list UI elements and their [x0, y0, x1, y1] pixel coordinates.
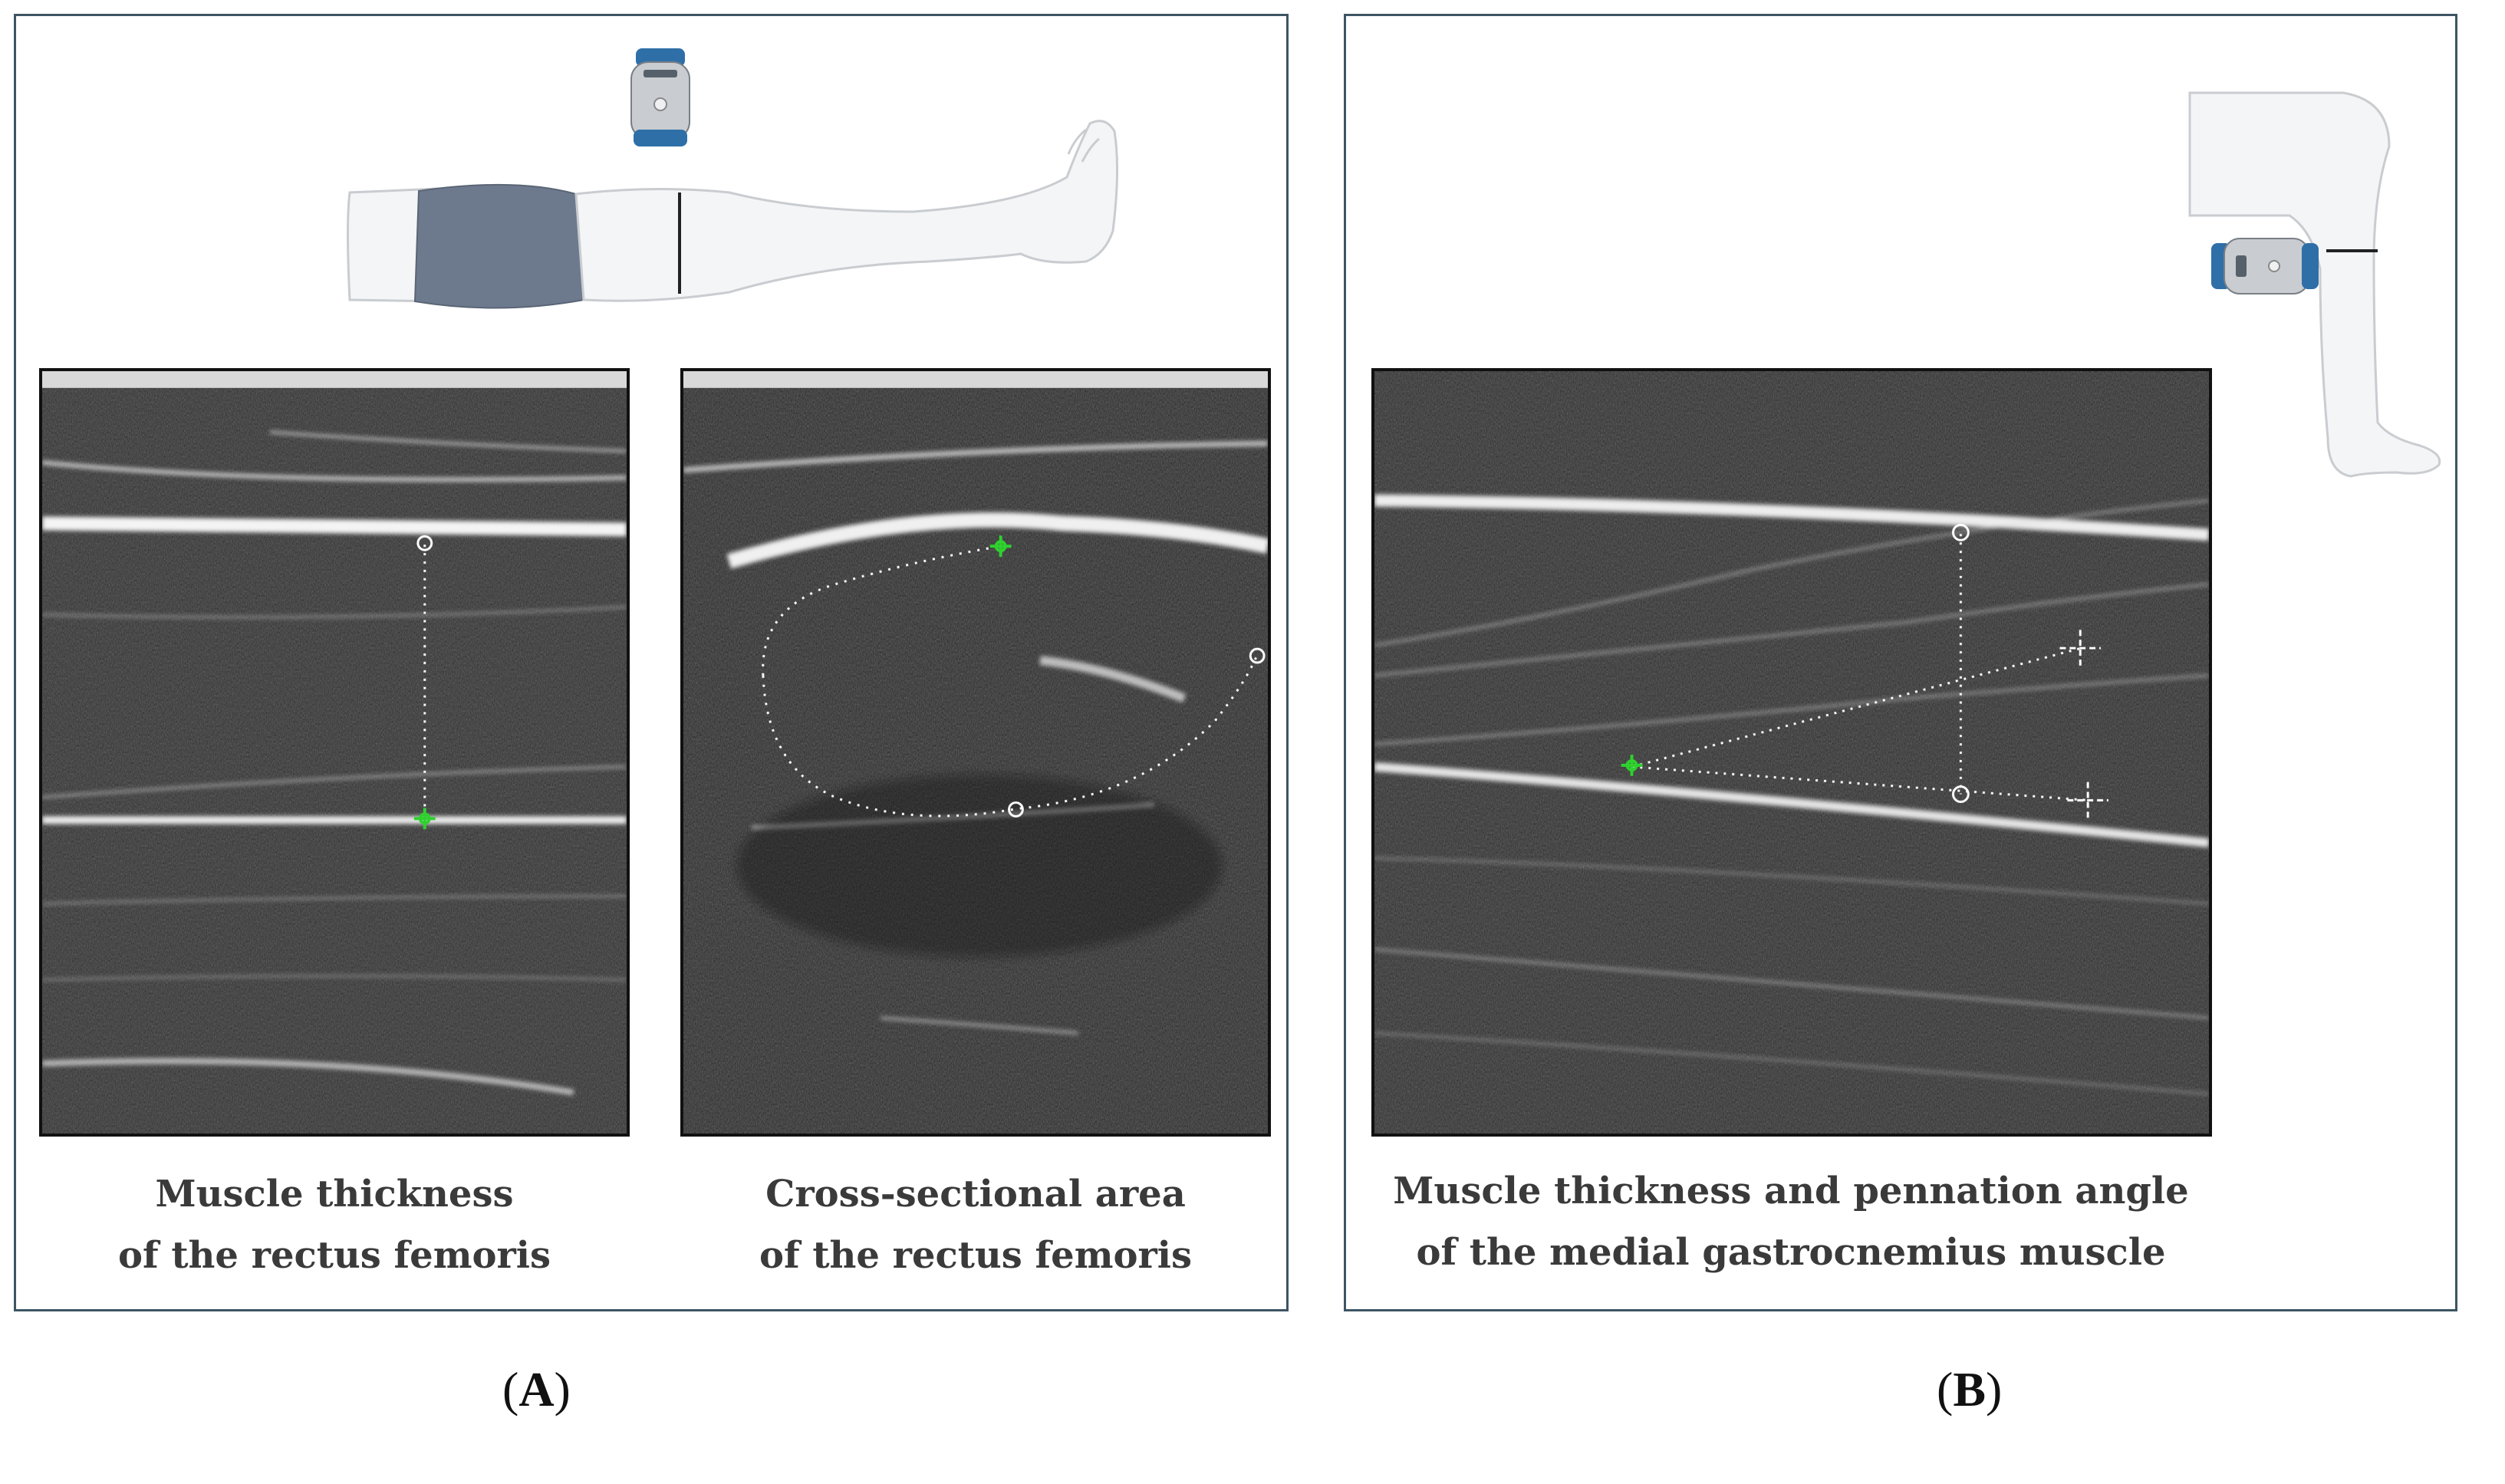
- ultrasound-probe-icon: [2211, 238, 2319, 294]
- caliper-marker-right: [1249, 647, 1266, 664]
- caption-line-2: of the rectus femoris: [117, 1234, 551, 1277]
- caliper-marker-green: [413, 808, 436, 830]
- caption-cross-sectional-area-rectus-femoris: Cross-sectional area of the rectus femor…: [680, 1163, 1271, 1286]
- panel-label-a: (A): [502, 1362, 571, 1417]
- caption-line-1: Cross-sectional area: [765, 1173, 1186, 1216]
- caption-line-2: of the medial gastrocnemius muscle: [1416, 1231, 2166, 1274]
- caption-muscle-thickness-rectus-femoris: Muscle thickness of the rectus femoris: [39, 1163, 630, 1286]
- caliper-marker-top: [416, 535, 433, 551]
- panel-b: Muscle thickness and pennation angle of …: [1344, 14, 2457, 1311]
- ultrasound-image-rectus-femoris-thickness: [39, 368, 630, 1137]
- caliper-marker-top: [1951, 523, 1970, 541]
- ultrasound-image-rectus-femoris-area: [680, 368, 1271, 1137]
- ultrasound-image-medial-gastrocnemius: [1371, 368, 2212, 1137]
- bent-knee-leg-with-ultrasound-probe-icon: [2188, 91, 2441, 478]
- caliper-marker-green: [1621, 754, 1643, 776]
- caption-line-1: Muscle thickness and pennation angle: [1393, 1170, 2189, 1213]
- caption-line-2: of the rectus femoris: [759, 1234, 1193, 1277]
- caliper-marker-bottom: [1008, 801, 1024, 818]
- supine-leg-with-ultrasound-probe-icon: [347, 48, 1119, 309]
- leg-drawing: [2188, 91, 2441, 478]
- caption-medial-gastrocnemius: Muscle thickness and pennation angle of …: [1346, 1160, 2236, 1283]
- crosshair-marker-lower: [2067, 781, 2108, 819]
- ultrasound-probe-icon: [630, 48, 690, 146]
- panel-letter: B: [1953, 1362, 1986, 1417]
- caliper-marker-green: [989, 535, 1012, 558]
- panel-label-b: (B): [1937, 1362, 2003, 1417]
- crosshair-marker-upper: [2059, 630, 2102, 666]
- caption-line-1: Muscle thickness: [155, 1173, 514, 1216]
- panel-letter: A: [518, 1362, 555, 1417]
- panel-a: Muscle thickness of the rectus femoris C…: [14, 14, 1289, 1311]
- leg-drawing: [347, 120, 1119, 309]
- caliper-marker-bottom: [1951, 785, 1970, 803]
